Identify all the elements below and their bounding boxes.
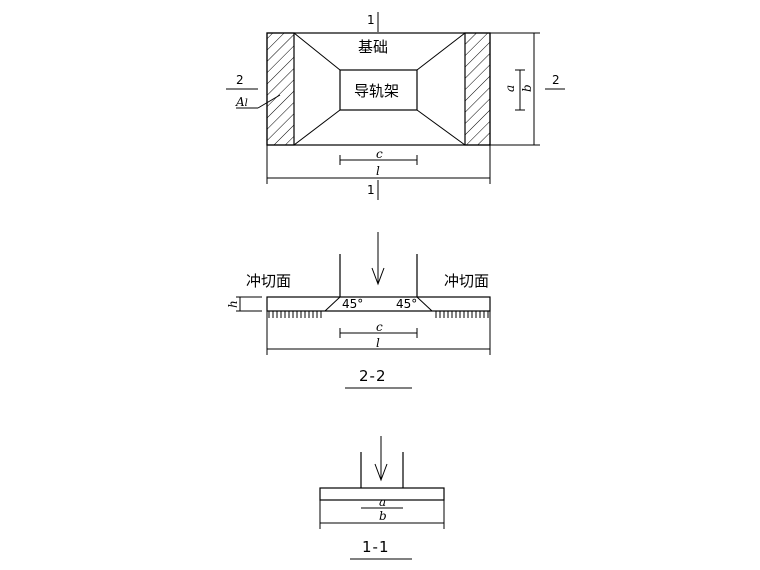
dim-h-label: h — [226, 300, 240, 308]
cone-line-tl — [293, 32, 341, 71]
ground-ticks-right — [435, 311, 489, 318]
dim-c-label-2-2: c — [376, 320, 383, 334]
hatch-strip-left — [266, 32, 295, 146]
angle-right: 45° — [396, 297, 417, 311]
dim-b-label: b — [520, 84, 534, 92]
hatch-strip-right — [464, 32, 491, 146]
section-2-2: 冲切面 冲切面 45° 45° h c l 2-2 — [226, 232, 491, 389]
guide-frame-outline — [339, 69, 418, 111]
plan-view: 1 基础 导轨架 2 Al a b 2 — [226, 12, 565, 200]
area-label: Al — [235, 95, 248, 109]
area-leader — [257, 94, 281, 109]
angle-left: 45° — [342, 297, 363, 311]
cone-line-bl — [293, 109, 341, 146]
dim-b-label-1-1: b — [379, 509, 387, 523]
load-arrow-head-1-1 — [374, 463, 388, 482]
section-1-1: a b 1-1 — [319, 436, 445, 560]
dim-c-label: c — [376, 147, 383, 161]
punch-label-right: 冲切面 — [444, 272, 489, 290]
guide-frame-label: 导轨架 — [354, 82, 399, 100]
section-title-2-2: 2-2 — [359, 367, 387, 385]
punch-line-right — [416, 296, 433, 312]
slab-1-1 — [319, 487, 445, 501]
dim-a-label: a — [503, 85, 517, 92]
cone-line-br — [416, 109, 466, 146]
dim-l-label-2-2: l — [376, 336, 380, 350]
slab-2-2 — [266, 296, 491, 312]
section-mark-2-right: 2 — [552, 73, 560, 87]
section-mark-1-bottom: 1 — [367, 183, 375, 197]
punch-label-left: 冲切面 — [246, 272, 291, 290]
ground-ticks-left — [268, 311, 322, 318]
section-mark-1-top: 1 — [367, 13, 375, 27]
foundation-label: 基础 — [358, 38, 388, 56]
punch-line-left — [324, 296, 341, 312]
dim-a-label-1-1: a — [379, 495, 386, 509]
cone-line-tr — [416, 32, 466, 71]
section-mark-2-left: 2 — [236, 73, 244, 87]
dim-l-label: l — [376, 164, 380, 178]
section-title-1-1: 1-1 — [362, 538, 390, 556]
load-arrow-head — [371, 267, 385, 286]
